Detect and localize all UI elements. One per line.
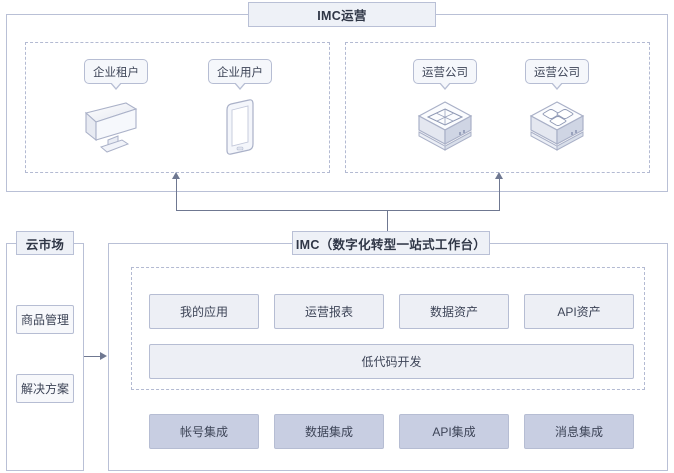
connector-arrow-to-operator-group (495, 172, 503, 179)
module-data-assets[interactable]: 数据资产 (399, 294, 509, 329)
module-message-integration[interactable]: 消息集成 (524, 414, 634, 449)
node-label-enterprise-tenant: 企业租户 (84, 59, 148, 90)
operator-group-frame (345, 42, 650, 173)
connector-vertical-right (499, 179, 501, 211)
node-label-enterprise-user: 企业用户 (208, 59, 272, 90)
connector-marketplace-to-platform (84, 356, 101, 358)
smartphone-icon (215, 98, 265, 158)
user-group-frame (25, 42, 330, 173)
node-label-operating-company-2: 运营公司 (525, 59, 589, 90)
connector-horizontal-bus (176, 210, 500, 212)
module-account-integration[interactable]: 帐号集成 (149, 414, 259, 449)
marketplace-item-product-management[interactable]: 商品管理 (16, 305, 74, 334)
capability-group-frame (131, 267, 645, 390)
connector-arrow-to-user-group (172, 172, 180, 179)
module-operation-reports[interactable]: 运营报表 (274, 294, 384, 329)
module-my-apps[interactable]: 我的应用 (149, 294, 259, 329)
connector-vertical-center (387, 210, 389, 243)
node-label-operating-company-1: 运营公司 (413, 59, 477, 90)
imc-platform-title: IMC（数字化转型一站式工作台） (292, 231, 490, 255)
module-api-integration[interactable]: API集成 (399, 414, 509, 449)
monitor-icon (80, 100, 142, 156)
marketplace-item-solutions[interactable]: 解决方案 (16, 374, 74, 403)
connector-vertical-left (176, 179, 178, 211)
module-low-code-development[interactable]: 低代码开发 (149, 344, 634, 379)
module-data-integration[interactable]: 数据集成 (274, 414, 384, 449)
connector-arrow-to-platform (100, 352, 107, 360)
server-cube-grid-icon (411, 96, 479, 156)
server-cube-apps-icon (523, 96, 591, 156)
imc-operations-title: IMC运营 (248, 2, 436, 27)
module-api-assets[interactable]: API资产 (524, 294, 634, 329)
cloud-marketplace-title: 云市场 (16, 231, 74, 255)
cloud-marketplace-container (6, 243, 84, 471)
